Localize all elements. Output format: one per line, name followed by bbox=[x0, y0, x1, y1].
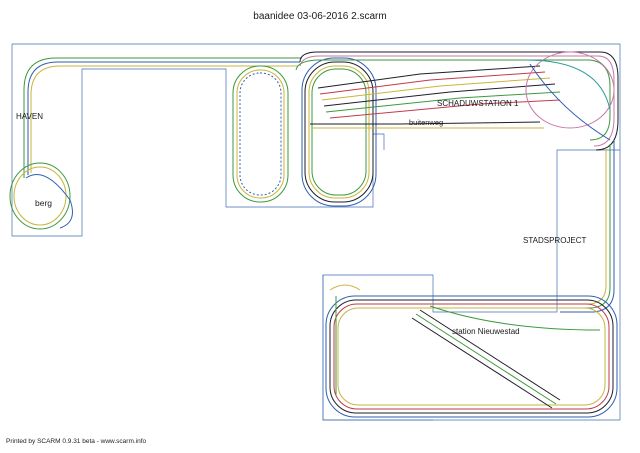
stadsproject-connection bbox=[560, 140, 615, 313]
label-schaduwstation: SCHADUWSTATION 1 bbox=[437, 99, 519, 108]
baseboard-lower-section bbox=[322, 275, 433, 421]
label-haven: HAVEN bbox=[16, 112, 43, 121]
plan-title: baanidee 03-06-2016 2.scarm bbox=[253, 11, 387, 22]
helix-oval-left bbox=[232, 65, 289, 203]
helix-oval-right bbox=[301, 57, 377, 207]
label-buitenweg: buitenweg bbox=[409, 118, 444, 127]
label-berg: berg bbox=[35, 198, 53, 208]
print-footer: Printed by SCARM 0.9.31 beta - www.scarm… bbox=[6, 438, 147, 445]
baseboard-outline bbox=[12, 43, 621, 421]
station-nieuwestad-tracks bbox=[325, 284, 618, 418]
schaduwstation-tracks bbox=[295, 51, 619, 151]
berg-loop bbox=[9, 162, 73, 230]
baseboard-left-section bbox=[11, 44, 385, 237]
label-stadsproject: STADSPROJECT bbox=[523, 236, 587, 245]
haven-line bbox=[23, 57, 302, 178]
label-station-nieuwestad: station Nieuwestad bbox=[452, 327, 520, 336]
